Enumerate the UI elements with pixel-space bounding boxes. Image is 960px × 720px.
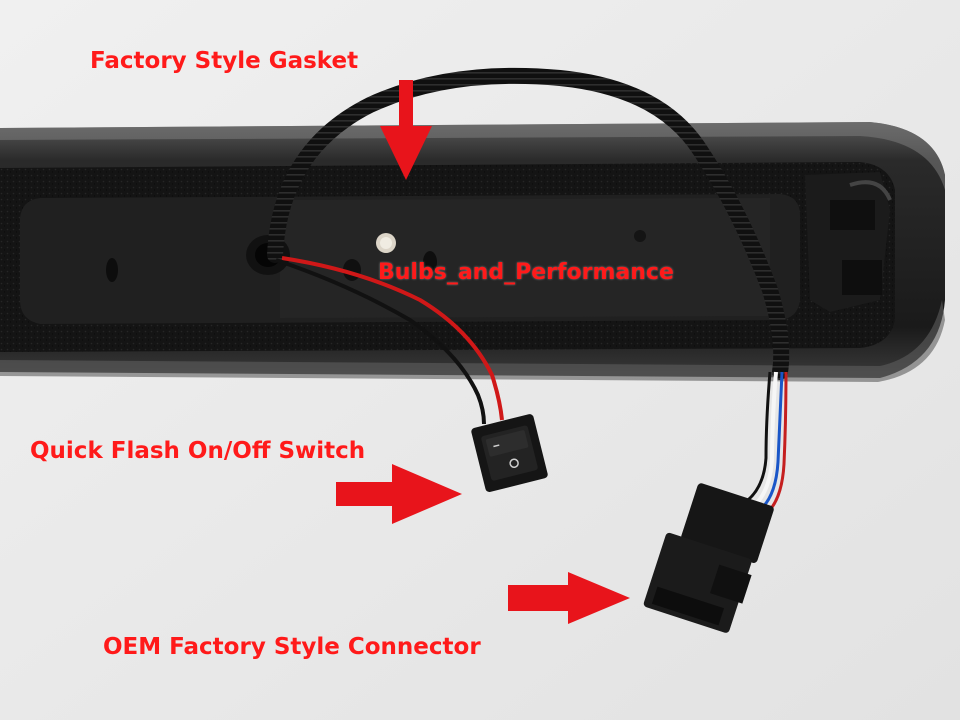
arrow-right-icon <box>336 464 462 524</box>
switch-wires <box>275 256 504 425</box>
housing-bracket <box>805 172 892 312</box>
arrow-down-icon <box>380 80 432 180</box>
gasket-label: Factory Style Gasket <box>90 48 359 74</box>
arrow-right-icon <box>508 572 630 624</box>
inner-panel <box>20 194 800 324</box>
connector-label: OEM Factory Style Connector <box>103 634 481 660</box>
connector-wires <box>746 371 788 514</box>
wire-loom <box>267 67 790 380</box>
watermark-text: Bulbs_and_Performance <box>378 260 674 285</box>
switch-label: Quick Flash On/Off Switch <box>30 438 366 464</box>
oem-connector <box>643 483 774 633</box>
rocker-switch <box>471 414 548 492</box>
